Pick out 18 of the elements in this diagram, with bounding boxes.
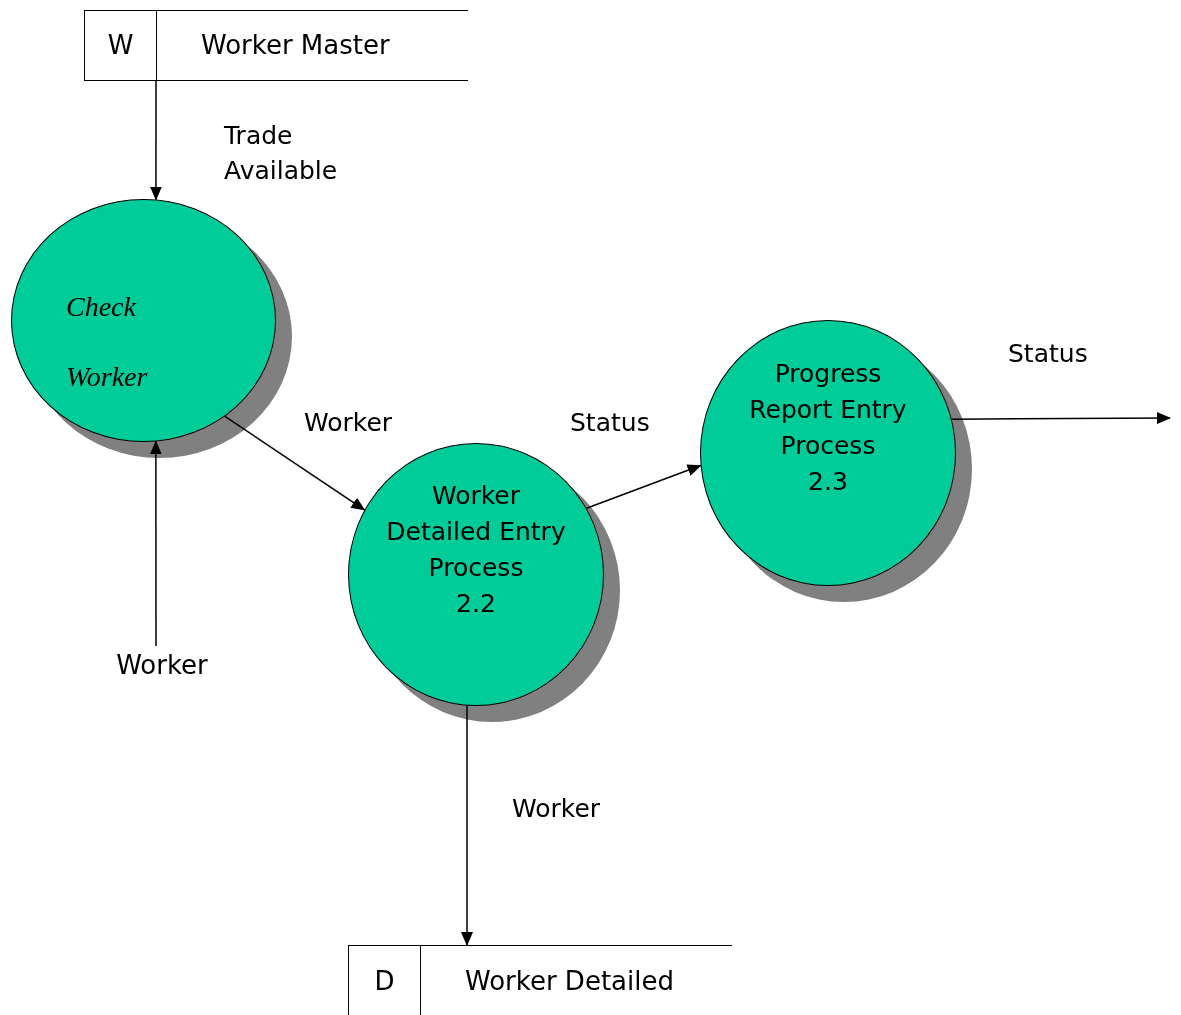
process-name: Progress Report Entry Process xyxy=(748,358,908,462)
store-id: W xyxy=(107,29,134,62)
data-store xyxy=(84,10,468,81)
store-id: D xyxy=(374,964,395,998)
process-name: Check Worker xyxy=(66,290,149,394)
arrow xyxy=(149,80,162,201)
store-name: Worker Master xyxy=(201,29,390,62)
arrow xyxy=(461,704,473,946)
arrow xyxy=(149,440,162,647)
process-name: Worker Detailed Entry Process xyxy=(385,479,567,584)
process-number: 2.3 xyxy=(807,466,849,498)
arrow xyxy=(585,464,702,509)
data-store xyxy=(348,945,732,1015)
arrow xyxy=(224,415,366,511)
external-entity-label: Worker xyxy=(100,646,224,684)
process-number: 2.2 xyxy=(455,587,497,620)
arrow xyxy=(951,412,1171,425)
store-name: Worker Detailed xyxy=(465,964,674,998)
